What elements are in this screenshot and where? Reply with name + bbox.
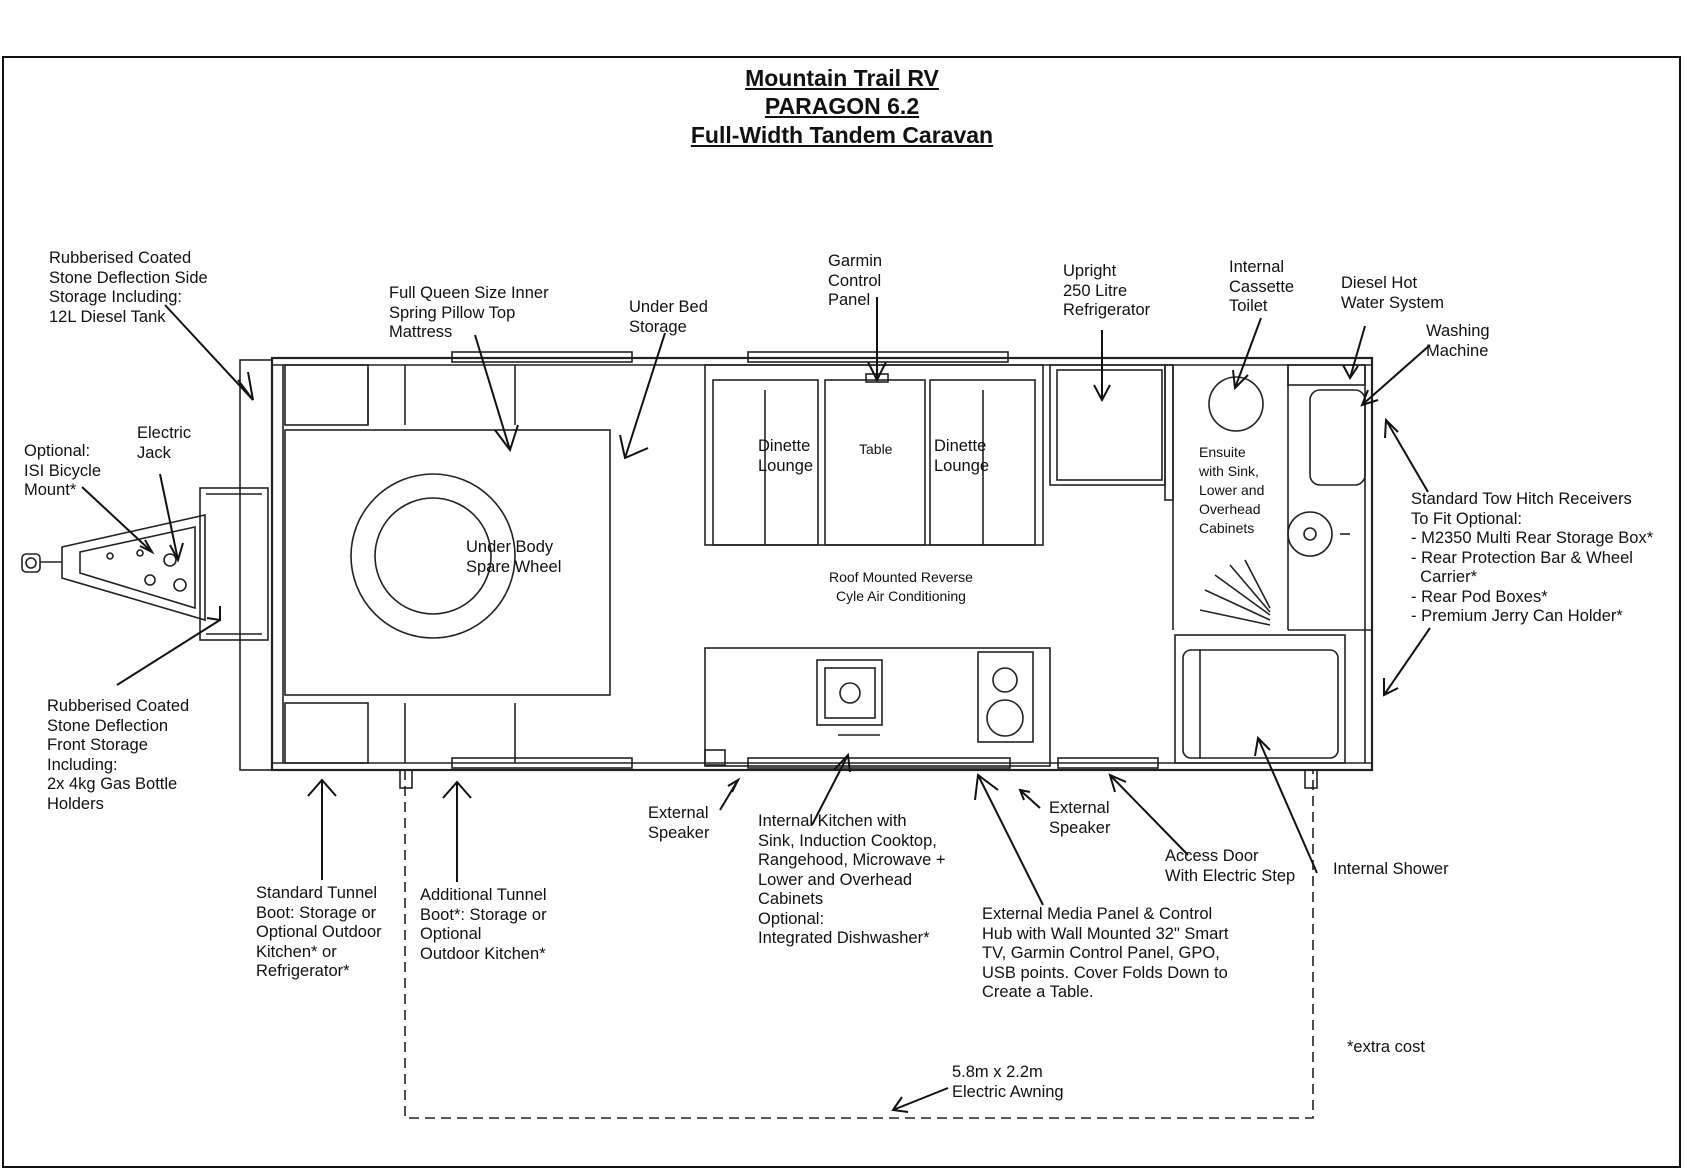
label-diesel-hot-water: Diesel Hot Water System <box>1341 274 1444 312</box>
title-line-2: PARAGON 6.2 <box>764 93 920 119</box>
caravan-body <box>270 356 1374 772</box>
label-under-bed-storage: Under Bed Storage <box>629 298 708 336</box>
label-garmin-panel: Garmin Control Panel <box>828 252 883 309</box>
refrigerator <box>1049 364 1174 501</box>
label-additional-tunnel-boot: Additional Tunnel Boot*: Storage or Opti… <box>420 886 547 963</box>
wheel-left <box>399 769 413 789</box>
awning-outline <box>404 770 1314 1119</box>
label-spare-wheel: Under Body Spare Wheel <box>466 538 562 576</box>
title-line-1: Mountain Trail RV <box>745 65 939 91</box>
label-front-storage: Rubberised Coated Stone Deflection Front… <box>47 697 190 813</box>
label-standard-tunnel-boot: Standard Tunnel Boot: Storage or Optiona… <box>256 884 382 980</box>
shower <box>1174 634 1346 764</box>
label-air-conditioning: Roof Mounted Reverse Cyle Air Conditioni… <box>829 569 973 604</box>
label-dinette-right: Dinette Lounge <box>934 437 990 475</box>
label-access-door: Access Door With Electric Step <box>1165 847 1296 885</box>
label-internal-shower: Internal Shower <box>1333 860 1449 878</box>
label-media-panel: External Media Panel & Control Hub with … <box>982 905 1229 1001</box>
bedroom <box>284 351 633 769</box>
drawing-frame <box>2 56 1681 1168</box>
label-dinette-left: Dinette Lounge <box>758 437 814 475</box>
label-table: Table <box>859 441 893 457</box>
access-door <box>1057 757 1159 769</box>
label-tow-hitch: Standard Tow Hitch Receivers To Fit Opti… <box>1411 490 1654 625</box>
label-external-speaker-right: External Speaker <box>1049 799 1111 837</box>
label-refrigerator: Upright 250 Litre Refrigerator <box>1063 262 1151 319</box>
a-frame-drawbar <box>21 487 269 641</box>
ensuite <box>1172 364 1372 631</box>
label-washing-machine: Washing Machine <box>1426 322 1490 360</box>
label-extra-cost: *extra cost <box>1347 1038 1425 1056</box>
title-line-3: Full-Width Tandem Caravan <box>690 122 994 148</box>
label-kitchen: Internal Kitchen with Sink, Induction Co… <box>758 812 946 947</box>
label-mattress: Full Queen Size Inner Spring Pillow Top … <box>389 284 549 341</box>
wheel-right <box>1304 769 1318 789</box>
label-awning: 5.8m x 2.2m Electric Awning <box>952 1063 1064 1101</box>
label-side-storage: Rubberised Coated Stone Deflection Side … <box>49 249 208 326</box>
label-toilet: Internal Cassette Toilet <box>1229 258 1295 315</box>
label-ensuite: Ensuite with Sink, Lower and Overhead Ca… <box>1199 444 1265 536</box>
label-bicycle-mount: Optional: ISI Bicycle Mount* <box>24 442 102 499</box>
kitchen <box>704 647 1051 769</box>
label-external-speaker-left: External Speaker <box>648 804 710 842</box>
label-electric-jack: Electric Jack <box>137 424 192 462</box>
